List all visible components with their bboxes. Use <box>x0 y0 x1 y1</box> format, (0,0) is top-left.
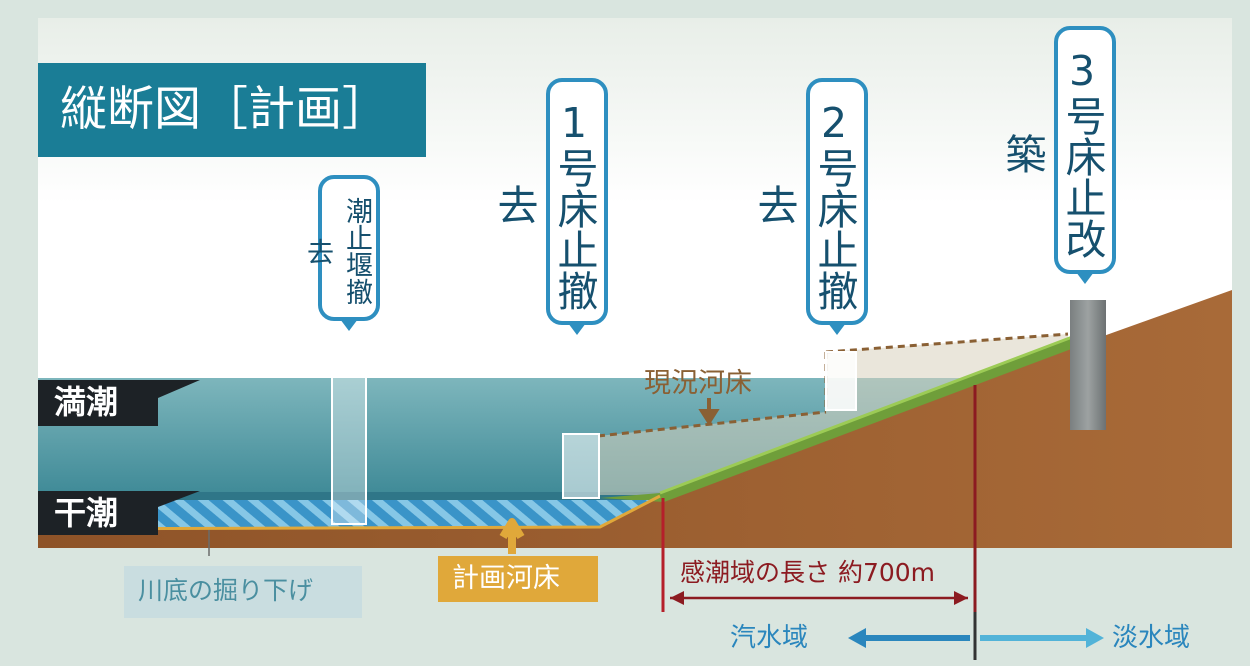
callout-sill3-text: 3号床止改築 <box>998 47 1106 259</box>
planned-bed-label-bg <box>438 556 598 602</box>
current-bed-line <box>597 332 1069 438</box>
excavation-label: 川底の掘り下げ <box>138 576 314 605</box>
grass-edge <box>659 334 1076 495</box>
freshwater-arrowhead <box>1086 628 1104 648</box>
planned-bed-arrow <box>499 518 525 554</box>
brackish-label: 汽水域 <box>730 623 809 653</box>
callout-sill1-text: 1号床止撤去 <box>490 98 598 311</box>
low-tide-label: 干潮 <box>54 494 119 532</box>
callout-sill3-rebuild: 3号床止改築 <box>998 26 1116 284</box>
brackish-arrowhead <box>848 628 866 648</box>
callout-sill2-removal: 2号床止撤去 <box>750 78 868 335</box>
planned-bed-label: 計画河床 <box>452 563 560 594</box>
current-bed-area <box>598 334 1068 495</box>
tide-weir-structure <box>331 351 367 525</box>
tidal-length-label: 感潮域の長さ 約700m <box>680 558 936 587</box>
sill-3-pier <box>1070 300 1106 430</box>
callout-sill2-text: 2号床止撤去 <box>750 98 858 311</box>
current-bed-arrow <box>698 398 720 426</box>
ground-soil <box>38 290 1232 548</box>
callout-weir-removal: 潮止堰撤去 <box>302 175 380 331</box>
sill-1-structure <box>562 433 600 499</box>
callout-sill1-removal: 1号床止撤去 <box>490 78 608 335</box>
high-tide-water <box>38 375 1000 495</box>
freshwater-label: 淡水域 <box>1112 623 1191 653</box>
excavation-hatch <box>38 500 655 529</box>
excavation-label-bg <box>124 566 362 618</box>
planned-bed-line <box>37 494 661 531</box>
high-tide-marker <box>38 380 200 426</box>
high-tide-label: 満潮 <box>54 383 119 421</box>
current-bed-label: 現況河床 <box>644 368 752 399</box>
sill-2-structure <box>825 351 857 411</box>
low-tide-water <box>38 492 660 500</box>
low-tide-marker <box>38 491 200 535</box>
callout-weir-text: 潮止堰撤去 <box>302 197 372 305</box>
diagram-title: 縦断図［計画］ <box>38 63 426 157</box>
